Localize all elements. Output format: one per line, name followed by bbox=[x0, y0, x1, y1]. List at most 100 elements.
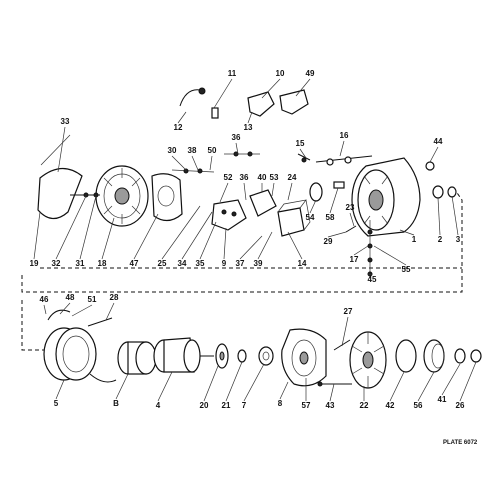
leader-line-9 bbox=[223, 227, 227, 260]
part-cap-2 bbox=[432, 185, 444, 199]
callout-53: 53 bbox=[270, 173, 279, 182]
callout-17: 17 bbox=[350, 255, 359, 264]
leader-line-18 bbox=[101, 217, 115, 260]
leader-line-39 bbox=[257, 231, 273, 260]
leader-line-3 bbox=[451, 195, 459, 236]
part-wire-28 bbox=[87, 317, 113, 327]
part-fan-rotor-18 bbox=[95, 165, 149, 227]
leader-line-42 bbox=[389, 371, 405, 402]
leader-line-26 bbox=[459, 361, 477, 402]
callout-13: 13 bbox=[244, 123, 253, 132]
leader-line-30 bbox=[171, 155, 187, 171]
leader-line-37 bbox=[239, 235, 263, 260]
leader-line-28 bbox=[105, 302, 115, 321]
leader-line-58 bbox=[329, 187, 339, 214]
leader-line-27 bbox=[341, 316, 349, 347]
part-spacer-42 bbox=[395, 339, 417, 373]
callout-40: 40 bbox=[258, 173, 267, 182]
part-nut-44 bbox=[425, 161, 435, 171]
part-bolt-43 bbox=[317, 381, 352, 387]
leader-line-2 bbox=[437, 197, 441, 236]
callout-10: 10 bbox=[276, 69, 285, 78]
callout-14: 14 bbox=[298, 259, 307, 268]
leader-line-48 bbox=[59, 302, 71, 315]
callout-41: 41 bbox=[438, 395, 447, 404]
leader-line-46 bbox=[43, 304, 47, 315]
leader-line-52 bbox=[219, 182, 229, 203]
callout-22: 22 bbox=[360, 401, 369, 410]
callout-3: 3 bbox=[456, 235, 461, 244]
callout-12: 12 bbox=[174, 123, 183, 132]
leader-line-4 bbox=[157, 371, 173, 402]
callout-42: 42 bbox=[386, 401, 395, 410]
callout-28: 28 bbox=[110, 293, 119, 302]
part-pulley-56 bbox=[423, 339, 445, 373]
part-washer-41 bbox=[454, 348, 466, 364]
leader-line-31 bbox=[79, 195, 97, 260]
part-bearing-B bbox=[117, 341, 157, 375]
leader-line-36 bbox=[235, 142, 239, 155]
callout-26: 26 bbox=[456, 401, 465, 410]
leader-line-20 bbox=[203, 365, 219, 402]
callout-21: 21 bbox=[222, 401, 231, 410]
callout-46: 46 bbox=[40, 295, 49, 304]
callout-30: 30 bbox=[168, 146, 177, 155]
callout-11: 11 bbox=[228, 69, 237, 78]
callout-32: 32 bbox=[52, 259, 61, 268]
callout-20: 20 bbox=[200, 401, 209, 410]
callout-19: 19 bbox=[30, 259, 39, 268]
leader-line-19 bbox=[33, 211, 41, 260]
leader-line-1 bbox=[399, 229, 415, 236]
part-fan-22 bbox=[349, 331, 387, 389]
leader-line-16 bbox=[339, 140, 345, 157]
part-bearing-7 bbox=[258, 346, 274, 366]
plate-label: PLATE 6072 bbox=[443, 440, 478, 446]
part-stator-5 bbox=[43, 309, 117, 383]
assembly-connector-dashed bbox=[21, 189, 463, 351]
leader-line-21 bbox=[225, 361, 243, 402]
leader-line-29 bbox=[327, 231, 347, 238]
leader-line-43 bbox=[329, 383, 335, 402]
leader-line-53 bbox=[271, 182, 275, 197]
leader-line-38 bbox=[191, 155, 199, 171]
callout-50: 50 bbox=[208, 146, 217, 155]
callout-7: 7 bbox=[242, 401, 247, 410]
leader-line-11 bbox=[213, 78, 233, 109]
callout-54: 54 bbox=[306, 213, 315, 222]
leader-line-5 bbox=[55, 379, 65, 400]
leader-line-54 bbox=[309, 199, 317, 214]
part-studs-16 bbox=[315, 155, 373, 166]
callout-36: 36 bbox=[232, 133, 241, 142]
callout-44: 44 bbox=[434, 137, 443, 146]
callout-4: 4 bbox=[156, 401, 161, 410]
callout-5: 5 bbox=[54, 399, 59, 408]
callout-8: 8 bbox=[278, 399, 283, 408]
part-terminal-15 bbox=[297, 153, 311, 163]
leader-line-8 bbox=[279, 381, 289, 400]
callout-43: 43 bbox=[326, 401, 335, 410]
leader-line-41 bbox=[441, 363, 461, 396]
callout-56: 56 bbox=[414, 401, 423, 410]
callout-52: 52 bbox=[224, 173, 233, 182]
callout-57: 57 bbox=[302, 401, 311, 410]
part-housing-1 bbox=[351, 157, 421, 237]
leader-line-56 bbox=[417, 371, 435, 402]
part-screw-stack-23-29-17-45 bbox=[345, 220, 373, 278]
callout-45: 45 bbox=[368, 275, 377, 284]
part-rectifier-9 bbox=[211, 199, 247, 231]
leader-line-44 bbox=[429, 146, 439, 163]
part-rotor-4 bbox=[153, 337, 214, 373]
callout-37: 37 bbox=[236, 259, 245, 268]
callout-16: 16 bbox=[340, 131, 349, 140]
callout-48: 48 bbox=[66, 293, 75, 302]
callout-36-second: 36 bbox=[240, 173, 249, 182]
leader-line-34 bbox=[181, 211, 213, 260]
leader-line-47 bbox=[133, 213, 159, 260]
leader-line-14 bbox=[287, 231, 303, 260]
callout-31: 31 bbox=[76, 259, 85, 268]
callout-B: B bbox=[113, 399, 119, 408]
callout-29: 29 bbox=[324, 237, 333, 246]
callout-25: 25 bbox=[158, 259, 167, 268]
